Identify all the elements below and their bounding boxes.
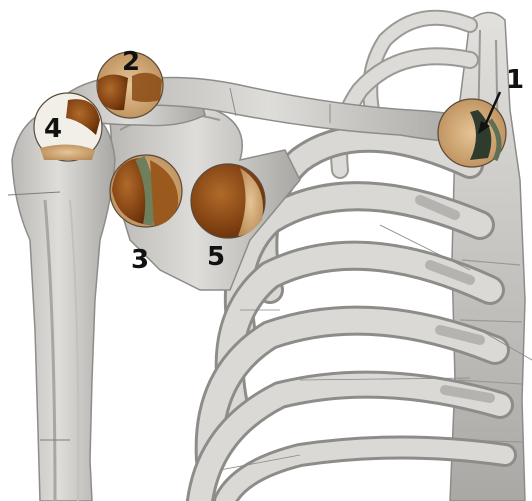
- label-joint-1: 1: [506, 65, 524, 95]
- joint-3-glenohumeral: [110, 155, 182, 227]
- label-joint-5: 5: [207, 242, 225, 272]
- label-joint-3: 3: [131, 245, 149, 275]
- label-joint-2: 2: [122, 47, 140, 77]
- label-joint-4: 4: [44, 114, 62, 144]
- joint-5-scapulothoracic: [191, 164, 265, 238]
